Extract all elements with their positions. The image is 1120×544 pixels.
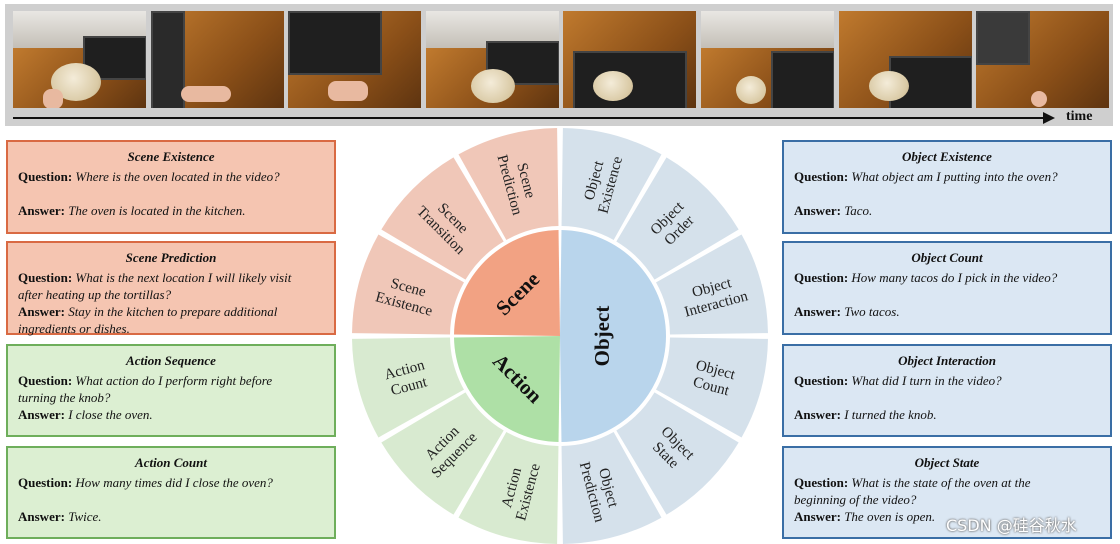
answer-text: Twice. [68,509,101,524]
video-frame [839,11,972,108]
answer-label: Answer: [794,407,841,422]
video-frame [13,11,146,108]
question-label: Question: [18,169,72,184]
answer-text: I turned the knob. [844,407,936,422]
question-text: What object am I putting into the oven? [851,169,1057,184]
answer-text: Stay in the kitchen to prepare additiona… [68,304,277,319]
card-action-count: Action Count Question: How many times di… [6,446,336,539]
answer-label: Answer: [18,203,65,218]
card-title: Object Existence [794,148,1100,165]
card-question: Question: How many tacos do I pick in th… [794,269,1100,286]
card-object-interaction: Object Interaction Question: What did I … [782,344,1112,437]
card-answer: Answer: Two tacos. [794,303,1100,320]
answer-label: Answer: [18,304,65,319]
card-question: Question: Where is the oven located in t… [18,168,324,185]
answer-label: Answer: [794,203,841,218]
question-label: Question: [18,373,72,388]
card-object-count: Object Count Question: How many tacos do… [782,241,1112,335]
answer-label: Answer: [18,509,65,524]
question-text-line2: after heating up the tortillas? [18,287,171,302]
card-object-existence: Object Existence Question: What object a… [782,140,1112,234]
question-label: Question: [794,373,848,388]
card-title: Scene Existence [18,148,324,165]
card-question: Question: What is the state of the oven … [794,474,1100,508]
answer-text: The oven is open. [844,509,935,524]
video-frame [701,11,834,108]
watermark: CSDN @硅谷秋水 [946,512,1077,536]
timeline-arrowhead [1043,112,1055,124]
wheel-core-label-object: Object [590,306,614,367]
card-question: Question: What action do I perform right… [18,372,324,406]
video-frame [151,11,284,108]
card-scene-prediction: Scene Prediction Question: What is the n… [6,241,336,335]
card-title: Scene Prediction [18,249,324,266]
card-question: Question: How many times did I close the… [18,474,324,491]
card-title: Action Count [18,454,324,471]
answer-text: Two tacos. [844,304,899,319]
video-frame [976,11,1109,108]
card-question: Question: What is the next location I wi… [18,269,324,303]
video-frame-strip [5,4,1113,126]
video-frame [563,11,696,108]
answer-label: Answer: [794,304,841,319]
question-text-line2: turning the knob? [18,390,110,405]
question-label: Question: [18,475,72,490]
answer-label: Answer: [794,509,841,524]
question-text: What action do I perform right before [75,373,272,388]
card-answer: Answer: Taco. [794,202,1100,219]
answer-label: Answer: [18,407,65,422]
question-label: Question: [794,475,848,490]
card-title: Object Interaction [794,352,1100,369]
card-title: Object Count [794,249,1100,266]
question-text: What did I turn in the video? [851,373,1001,388]
card-question: Question: What object am I putting into … [794,168,1100,185]
card-question: Question: What did I turn in the video? [794,372,1100,389]
timeline-axis [13,117,1047,119]
question-text: What is the next location I will likely … [75,270,291,285]
timeline-label: time [1066,109,1092,125]
question-text: Where is the oven located in the video? [75,169,279,184]
question-text: How many times did I close the oven? [75,475,272,490]
card-answer: Answer: I close the oven. [18,406,324,423]
card-answer: Answer: Twice. [18,508,324,525]
card-scene-existence: Scene Existence Question: Where is the o… [6,140,336,234]
taxonomy-wheel: SceneExistenceSceneTransitionScenePredic… [350,128,770,544]
answer-text: The oven is located in the kitchen. [68,203,245,218]
card-answer: Answer: I turned the knob. [794,406,1100,423]
card-title: Object State [794,454,1100,471]
card-answer: Answer: Stay in the kitchen to prepare a… [18,303,324,337]
question-text-line2: beginning of the video? [794,492,916,507]
card-action-sequence: Action Sequence Question: What action do… [6,344,336,437]
card-title: Action Sequence [18,352,324,369]
card-answer: Answer: The oven is located in the kitch… [18,202,324,219]
question-label: Question: [794,270,848,285]
video-frame [426,11,559,108]
question-text: What is the state of the oven at the [851,475,1030,490]
question-label: Question: [18,270,72,285]
answer-text: Taco. [844,203,872,218]
answer-text-line2: ingredients or dishes. [18,321,130,336]
question-text: How many tacos do I pick in the video? [851,270,1057,285]
video-frame [288,11,421,108]
answer-text: I close the oven. [68,407,152,422]
question-label: Question: [794,169,848,184]
